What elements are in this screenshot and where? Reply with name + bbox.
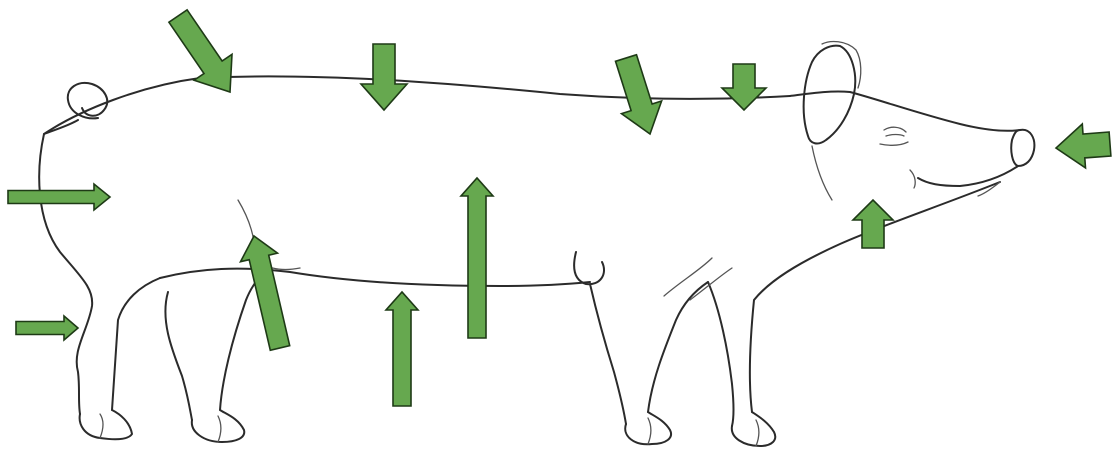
pig-ear: [802, 44, 857, 145]
arrow-neck-top-icon: [720, 63, 768, 112]
arrow-rump-icon: [7, 182, 112, 212]
arrow-back-icon: [359, 43, 409, 112]
pig-hind-leg-2: [164, 291, 193, 421]
pig-front-leg-2: [707, 281, 735, 427]
arrow-snout-icon: [1054, 122, 1112, 170]
pig-hind-leg-inner: [111, 277, 161, 411]
pig-head-top: [789, 90, 1021, 132]
pig-front-leg-1: [573, 251, 627, 425]
arrow-hock-icon: [15, 314, 80, 342]
pig-mouth: [917, 165, 1019, 187]
arrow-loin-icon: [614, 53, 663, 136]
arrow-belly-icon: [384, 290, 420, 407]
pig-back-line: [43, 75, 791, 135]
pig-front-hoof-2: [730, 411, 777, 447]
pig-hind-hoof-2: [190, 409, 246, 443]
pig-belly-line: [159, 267, 591, 287]
pig-eye: [879, 126, 909, 146]
arrow-shoulder-top-icon: [167, 8, 233, 94]
pig-jaw: [977, 181, 1001, 197]
arrow-jowl-icon: [851, 198, 895, 249]
pig-front-hoof-1: [624, 411, 672, 446]
arrow-side-icon: [459, 176, 495, 339]
arrow-flank-icon: [238, 234, 291, 352]
pig-hind-hoof-1: [78, 409, 133, 441]
pig-shoulder-crease: [663, 257, 733, 301]
